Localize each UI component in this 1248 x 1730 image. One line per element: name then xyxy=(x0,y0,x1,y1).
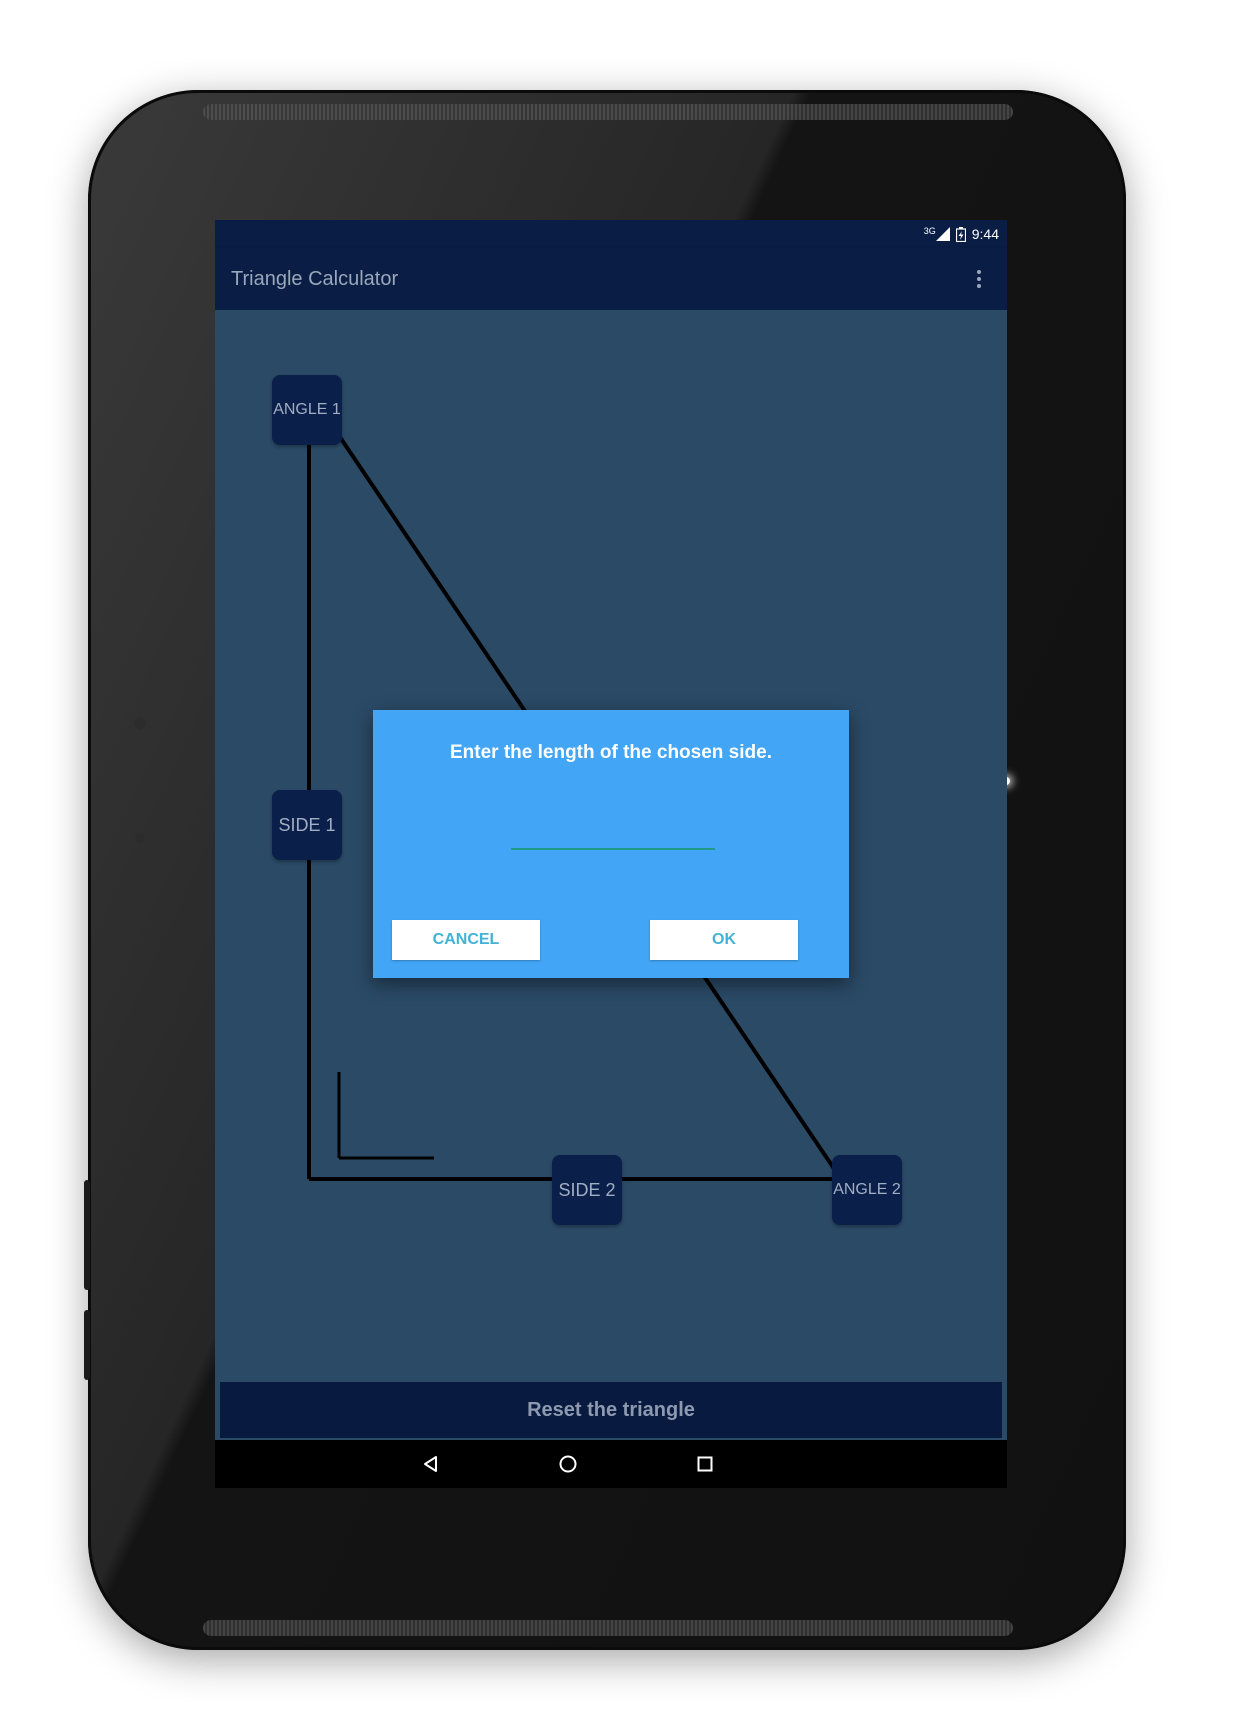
side-length-input[interactable] xyxy=(511,812,715,850)
app-bar: Triangle Calculator xyxy=(215,248,1007,310)
back-triangle-icon[interactable] xyxy=(419,1452,443,1476)
top-speaker-grille xyxy=(203,104,1013,120)
battery-icon xyxy=(955,226,966,242)
side-length-dialog: Enter the length of the chosen side. CAN… xyxy=(373,710,849,978)
power-button xyxy=(84,1310,90,1380)
device-screen: 3G 9:44 Triangle Calculator ANGLE 1 SIDE… xyxy=(215,220,1007,1488)
volume-button xyxy=(84,1180,90,1290)
ok-button[interactable]: OK xyxy=(650,920,798,960)
front-camera xyxy=(134,717,146,729)
navigation-bar xyxy=(215,1440,1007,1488)
signal-icon xyxy=(935,227,950,241)
recents-square-icon[interactable] xyxy=(693,1452,717,1476)
status-time: 9:44 xyxy=(971,226,999,242)
side-2-button[interactable]: SIDE 2 xyxy=(552,1155,622,1225)
bottom-speaker-grille xyxy=(203,1620,1013,1636)
angle-1-button[interactable]: ANGLE 1 xyxy=(272,375,342,445)
more-vertical-icon[interactable] xyxy=(967,264,991,294)
app-title: Triangle Calculator xyxy=(231,268,399,290)
angle-2-button[interactable]: ANGLE 2 xyxy=(832,1155,902,1225)
light-sensor xyxy=(135,833,145,843)
status-bar: 3G 9:44 xyxy=(215,220,1007,248)
dialog-title: Enter the length of the chosen side. xyxy=(450,742,772,763)
cancel-button[interactable]: CANCEL xyxy=(392,920,540,960)
side-1-button[interactable]: SIDE 1 xyxy=(272,790,342,860)
home-circle-icon[interactable] xyxy=(556,1452,580,1476)
reset-triangle-button[interactable]: Reset the triangle xyxy=(220,1382,1002,1438)
network-type: 3G xyxy=(923,226,936,236)
